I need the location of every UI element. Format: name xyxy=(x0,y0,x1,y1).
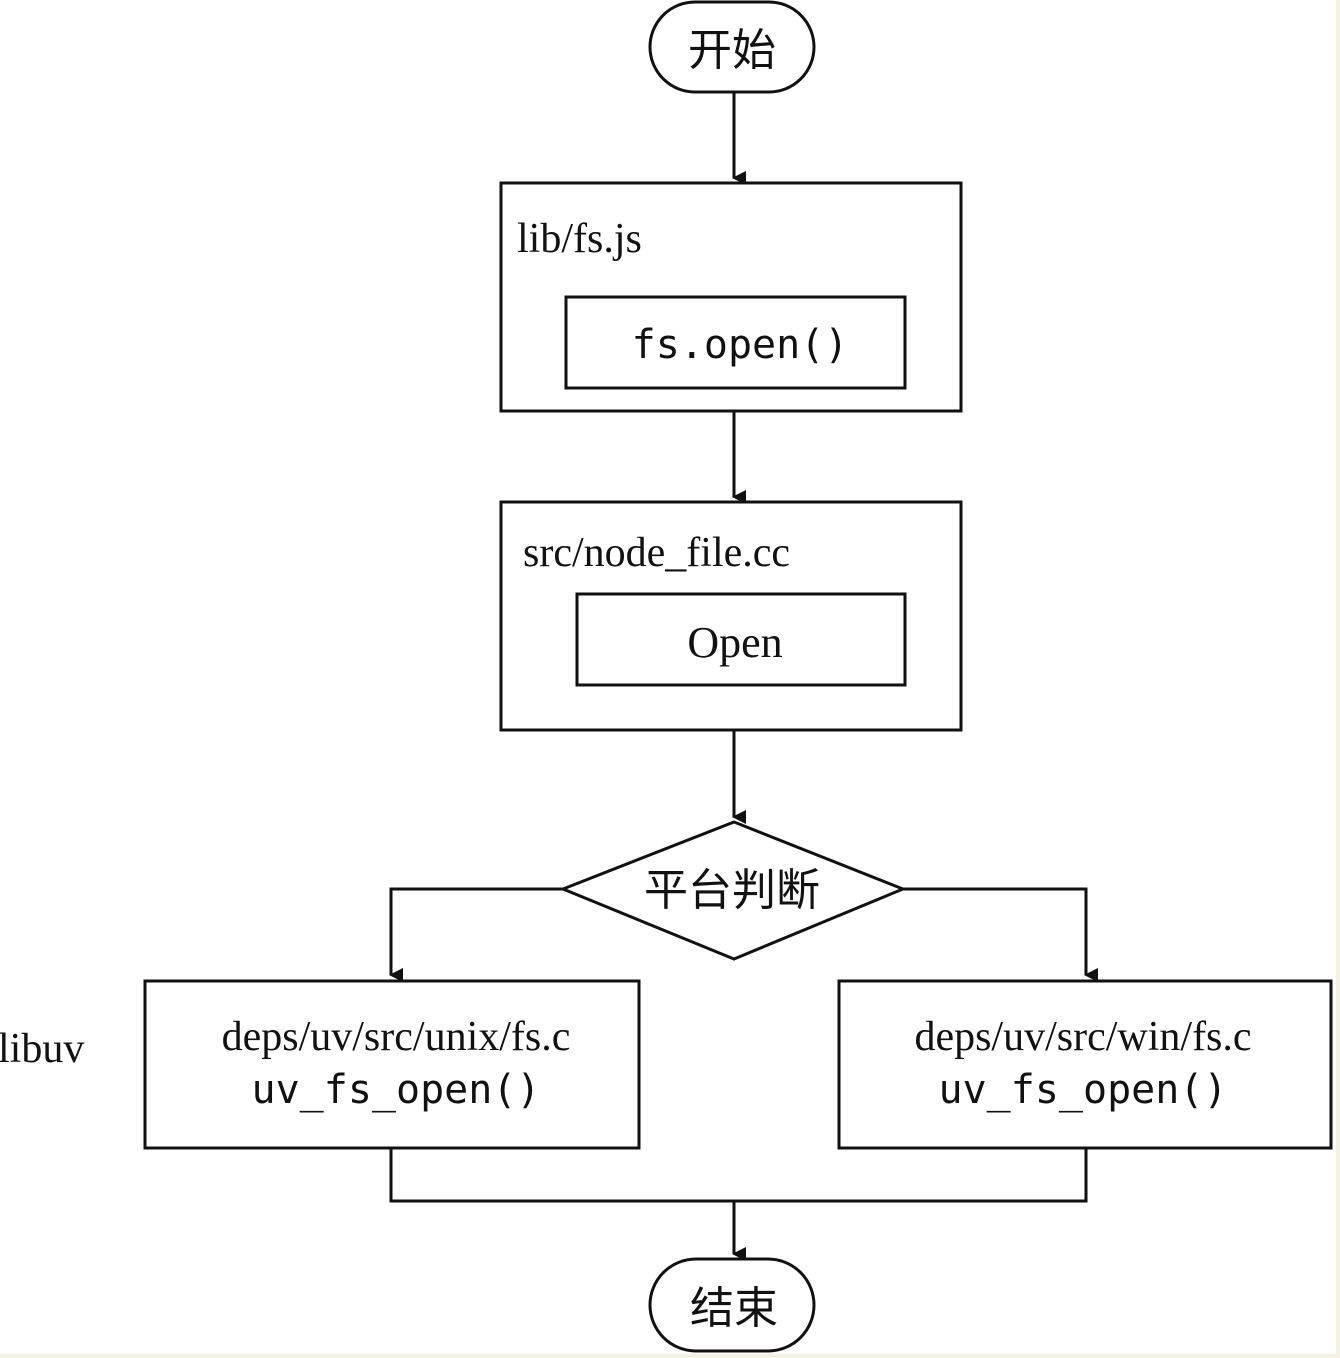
decision-node: 平台判断 xyxy=(558,820,907,961)
libfs-func-label: fs.open() xyxy=(632,322,849,368)
nodefile-file-label: src/node_file.cc xyxy=(523,530,790,576)
merge-line xyxy=(389,1148,1088,1203)
nodefile-func-label: Open xyxy=(687,618,782,667)
libfs-func-box xyxy=(564,295,907,390)
win-func-label: uv_fs_open() xyxy=(939,1067,1228,1113)
libfs-box: lib/fs.js fs.open() xyxy=(499,181,963,413)
win-box: deps/uv/src/win/fs.c uv_fs_open() xyxy=(837,979,1333,1150)
end-label: 结束 xyxy=(690,1283,778,1334)
libuv-side-label: libuv xyxy=(0,1026,84,1072)
unix-func-label: uv_fs_open() xyxy=(252,1067,541,1113)
end-node: 结束 xyxy=(648,1257,816,1353)
decision-label: 平台判断 xyxy=(644,865,820,916)
nodefile-box: src/node_file.cc Open xyxy=(499,500,963,732)
nodefile-func-box xyxy=(575,592,907,687)
start-node: 开始 xyxy=(648,0,816,94)
start-label: 开始 xyxy=(688,25,776,76)
unix-file-label: deps/uv/src/unix/fs.c xyxy=(222,1014,571,1060)
arrow-decision-to-win xyxy=(903,887,1098,982)
win-file-label: deps/uv/src/win/fs.c xyxy=(914,1014,1251,1060)
libfs-file-label: lib/fs.js xyxy=(517,216,642,262)
unix-box: deps/uv/src/unix/fs.c uv_fs_open() xyxy=(143,979,641,1150)
arrow-decision-to-unix xyxy=(389,887,563,982)
